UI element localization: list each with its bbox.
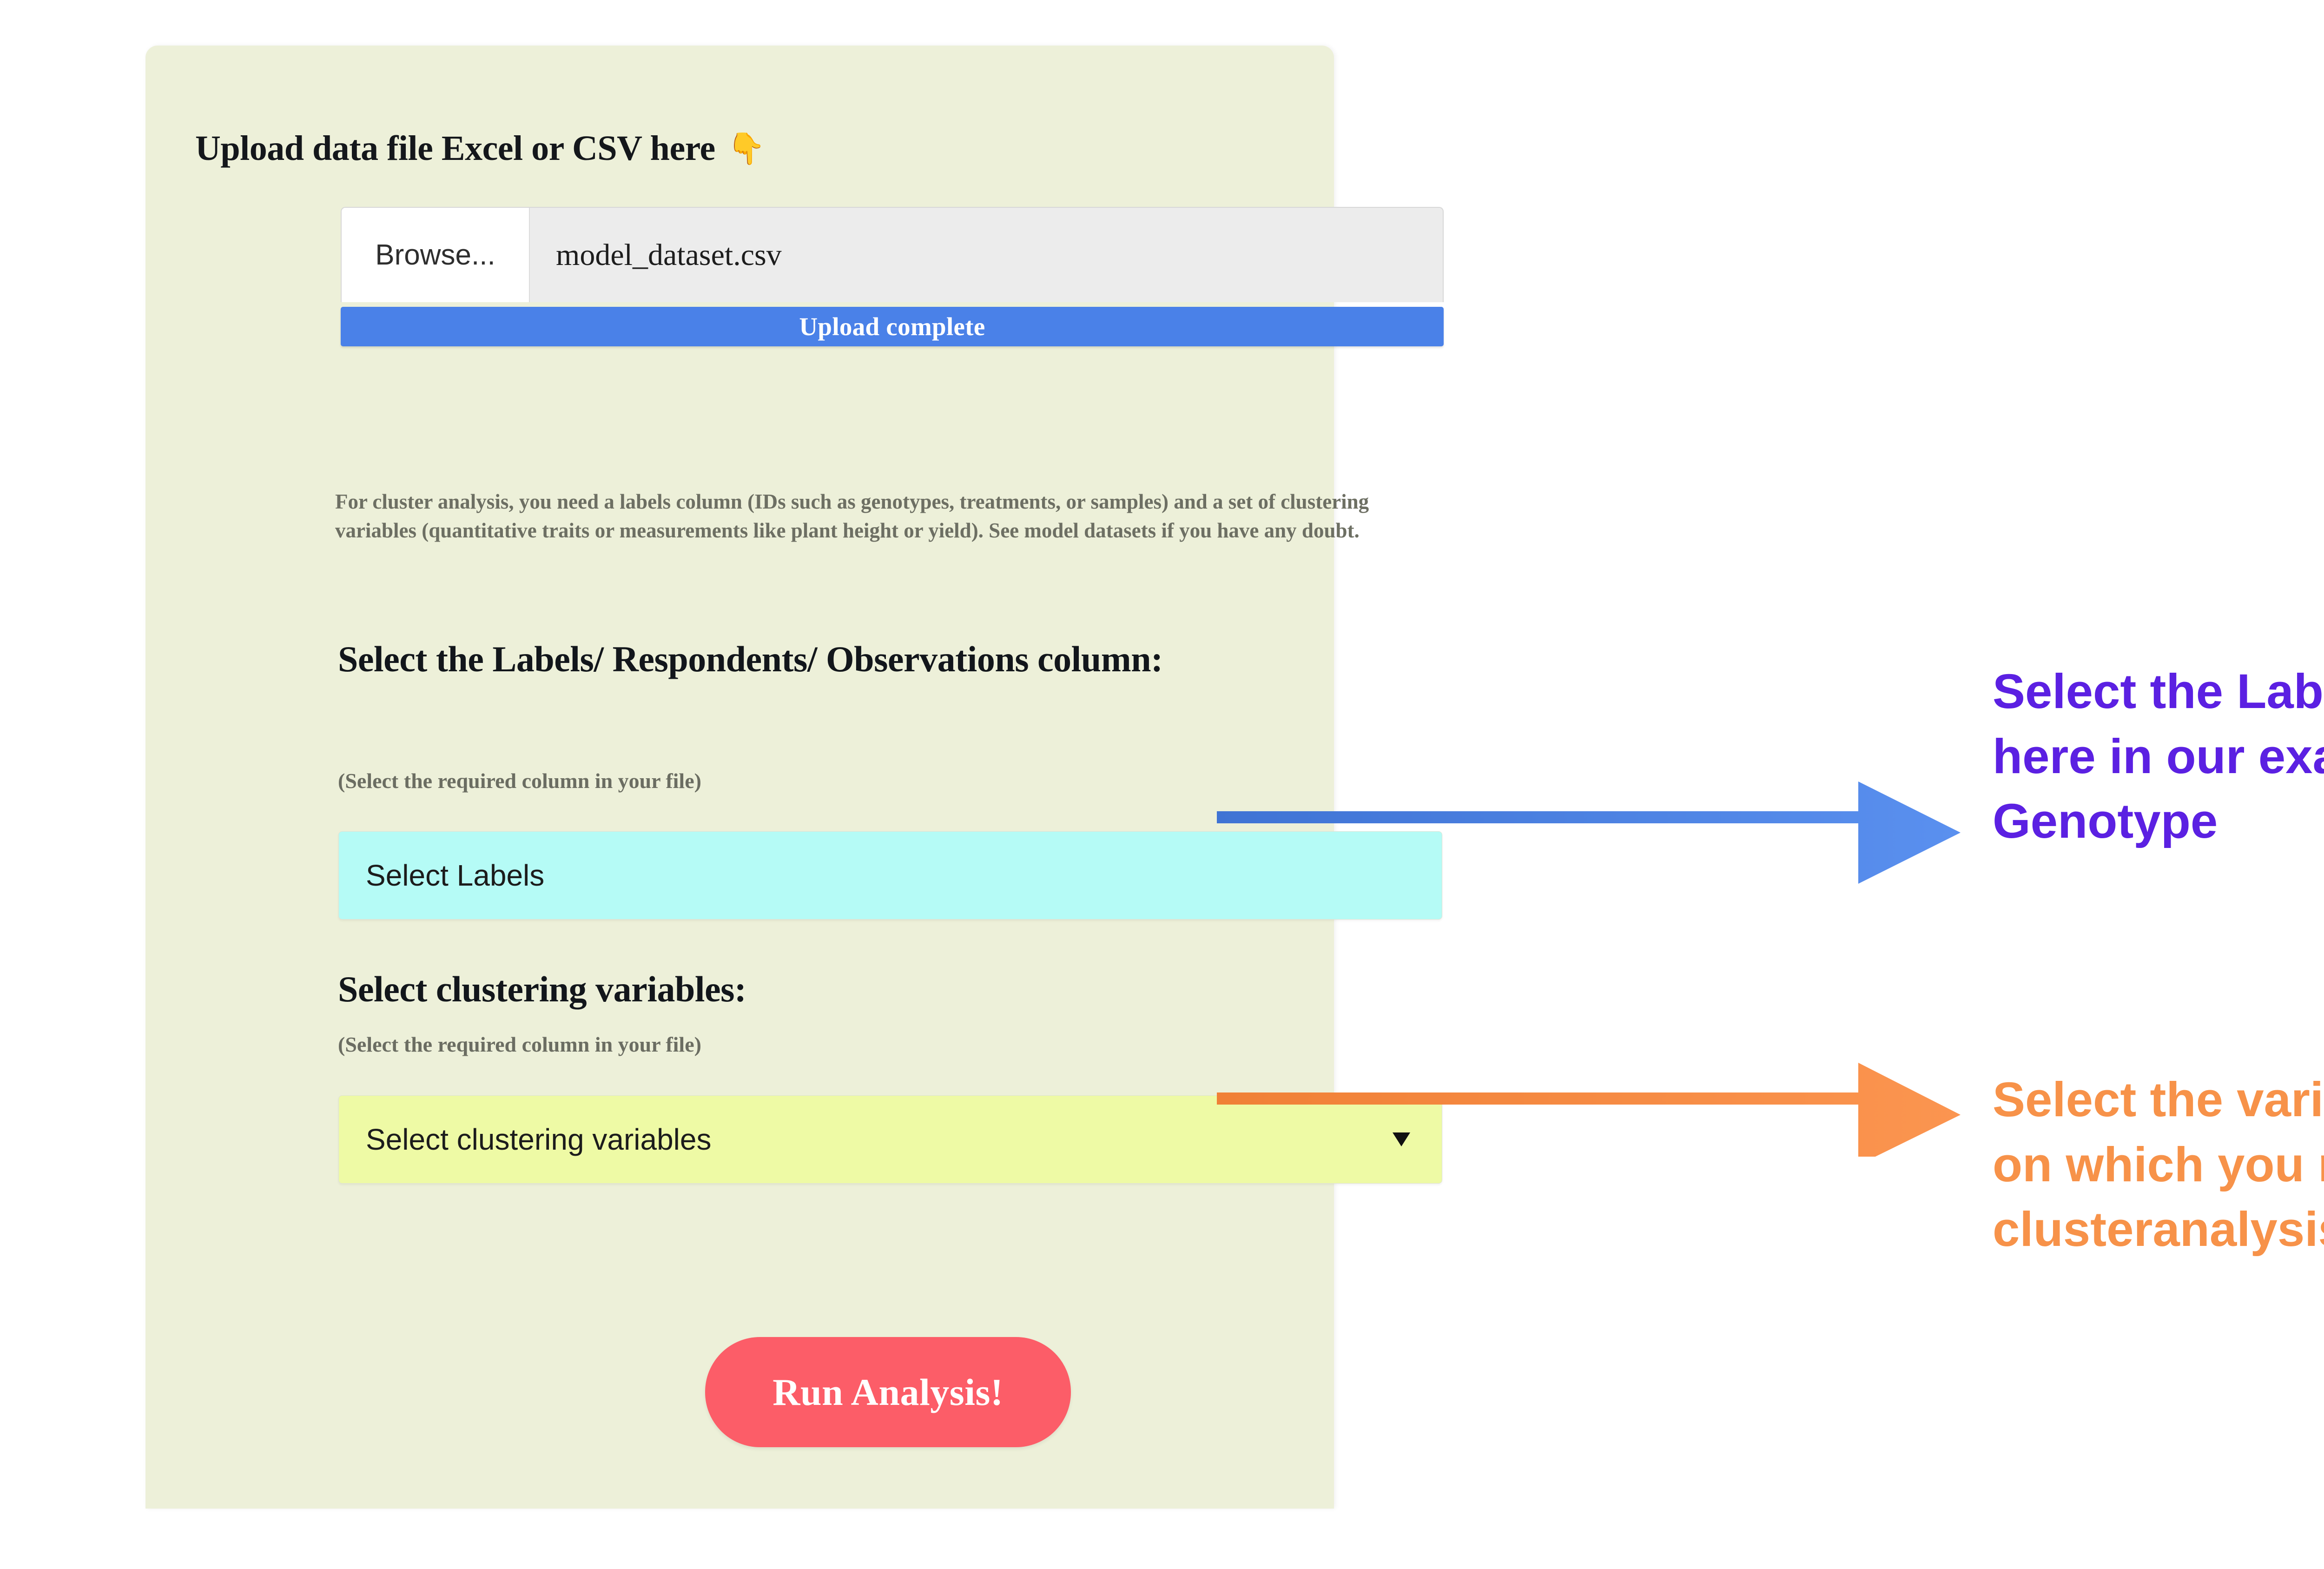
labels-select-value: Select Labels	[366, 859, 545, 892]
labels-section-heading: Select the Labels/ Respondents/ Observat…	[338, 639, 1163, 679]
upload-heading-text: Upload data file Excel or CSV here	[195, 129, 715, 168]
upload-heading: Upload data file Excel or CSV here 👇	[195, 128, 766, 169]
clustering-variables-select-value: Select clustering variables	[366, 1123, 712, 1156]
labels-section-subtext: (Select the required column in your file…	[338, 769, 701, 793]
browse-button[interactable]: Browse...	[342, 208, 530, 302]
point-down-icon: 👇	[727, 132, 766, 166]
variables-section-heading: Select clustering variables:	[338, 969, 746, 1009]
upload-panel: Upload data file Excel or CSV here 👇 Brow…	[145, 46, 1444, 1509]
annotation-variables-note: Select the variables based on which you …	[1993, 1072, 2324, 1257]
labels-select[interactable]: Select Labels	[338, 831, 1442, 920]
helper-text: For cluster analysis, you need a labels …	[335, 490, 1369, 543]
file-input-row[interactable]: Browse... model_dataset.csv	[341, 207, 1444, 302]
upload-progress-bar: Upload complete	[341, 307, 1444, 346]
blue-annotation-arrow	[1217, 781, 1961, 884]
upload-status-label: Upload complete	[799, 312, 985, 341]
run-analysis-button[interactable]: Run Analysis!	[705, 1337, 1071, 1447]
orange-annotation-arrow	[1217, 1063, 1961, 1157]
variables-section-subtext: (Select the required column in your file…	[338, 1033, 701, 1056]
clustering-variables-select[interactable]: Select clustering variables	[338, 1095, 1442, 1184]
file-name-display: model_dataset.csv	[556, 238, 782, 272]
annotation-label-note: Select the Label name here in our exampl…	[1993, 664, 2324, 849]
chevron-down-icon[interactable]	[1393, 1132, 1410, 1146]
